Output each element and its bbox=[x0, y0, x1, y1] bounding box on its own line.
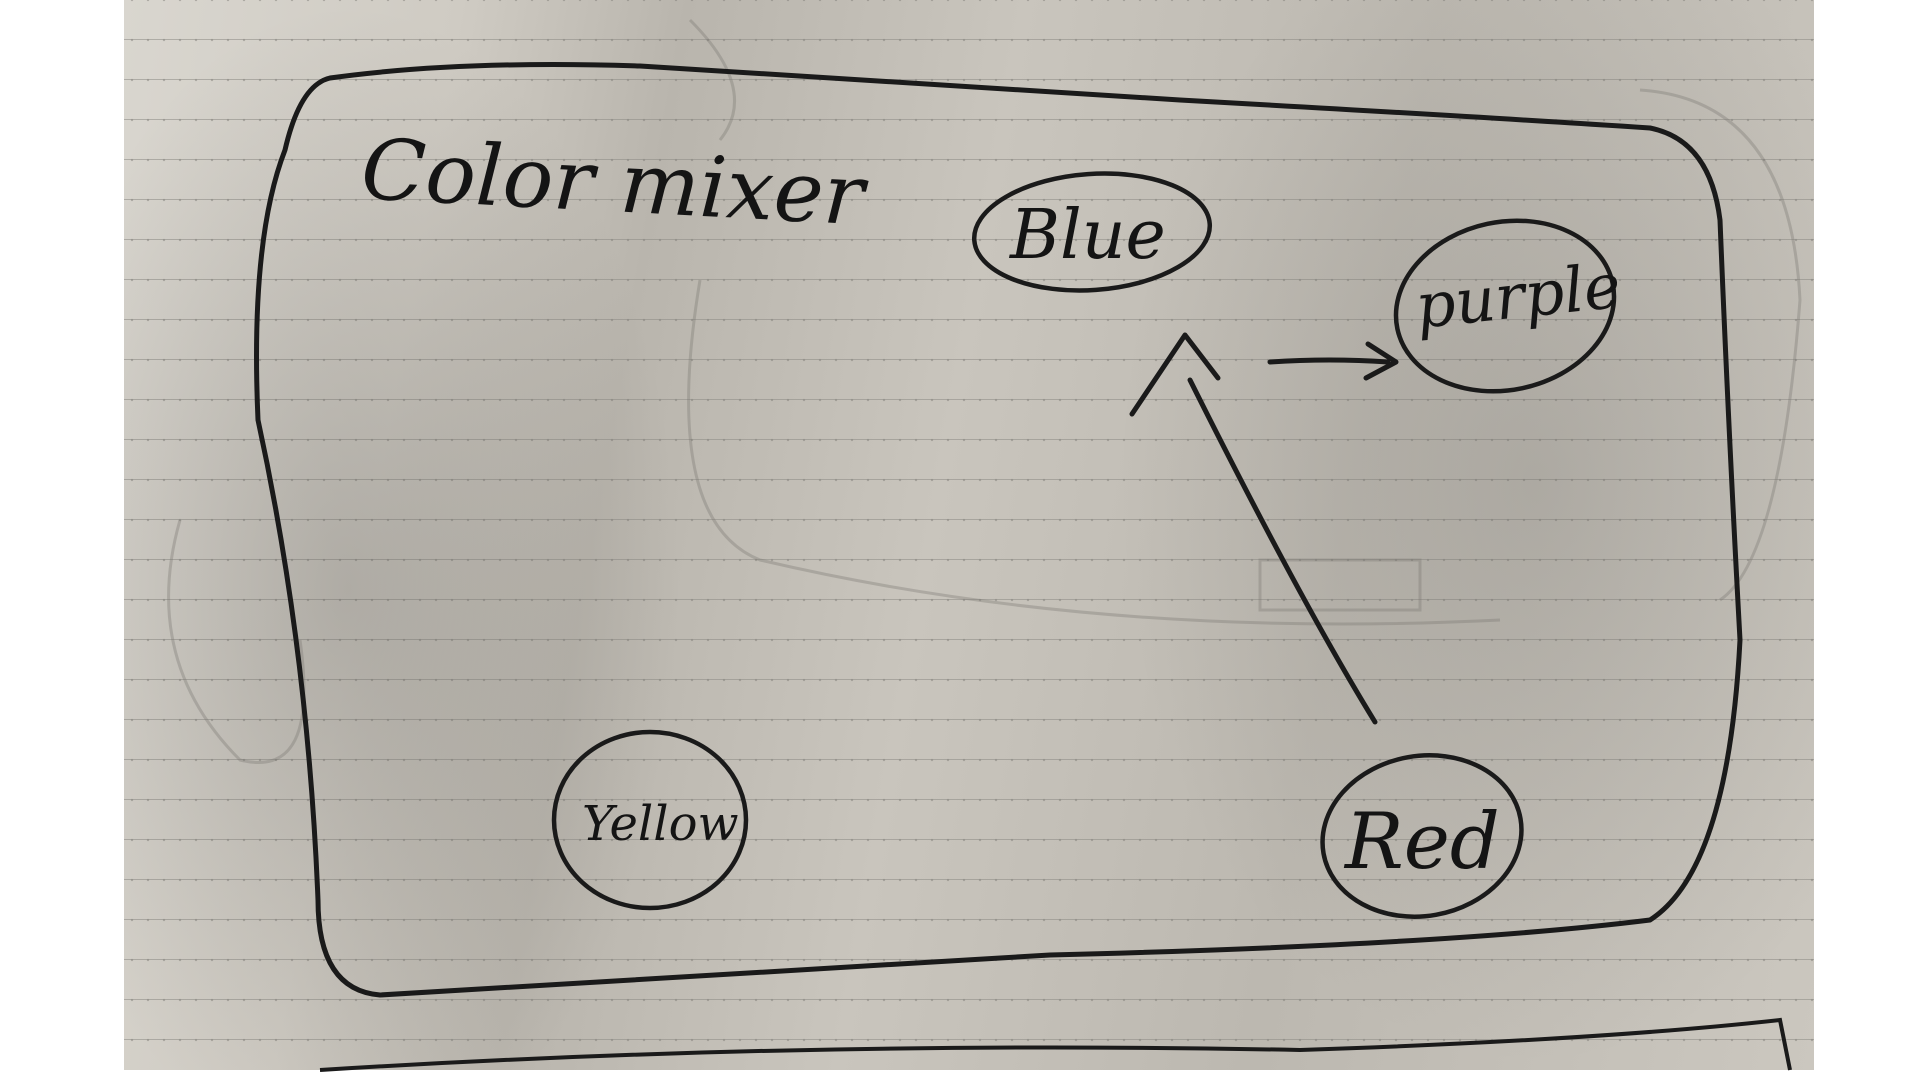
node-red-ellipse bbox=[1320, 753, 1524, 919]
shadow-right bbox=[1114, 0, 1814, 1070]
notebook-photo bbox=[124, 0, 1814, 1070]
node-purple-ellipse bbox=[1393, 218, 1617, 394]
edge-red-to-blue-line bbox=[1187, 377, 1378, 725]
node-yellow: Yellow bbox=[551, 729, 749, 911]
show-through-marks bbox=[167, 18, 1802, 764]
ruled-lines bbox=[124, 0, 1814, 1070]
edge-red-to-blue bbox=[1129, 332, 1378, 725]
diagram-title: Color mixer bbox=[359, 120, 871, 244]
edge-blue-to-purple-line bbox=[1267, 357, 1391, 365]
edge-red-to-blue-arrowhead bbox=[1129, 332, 1221, 417]
node-red-label: Red bbox=[1343, 797, 1500, 887]
node-purple-label: purple bbox=[1412, 249, 1624, 343]
node-purple: purple bbox=[1393, 218, 1624, 394]
next-sketch-edge bbox=[319, 1017, 1792, 1072]
frame-rectangle bbox=[254, 62, 1743, 998]
node-blue-label: Blue bbox=[1008, 196, 1166, 275]
node-blue: Blue bbox=[971, 171, 1213, 293]
node-blue-ellipse bbox=[971, 171, 1213, 293]
node-yellow-ellipse bbox=[551, 729, 749, 911]
node-red: Red bbox=[1320, 753, 1524, 919]
edge-blue-to-purple bbox=[1267, 341, 1399, 381]
edge-blue-to-purple-arrowhead bbox=[1363, 341, 1399, 381]
node-yellow-label: Yellow bbox=[582, 796, 739, 852]
